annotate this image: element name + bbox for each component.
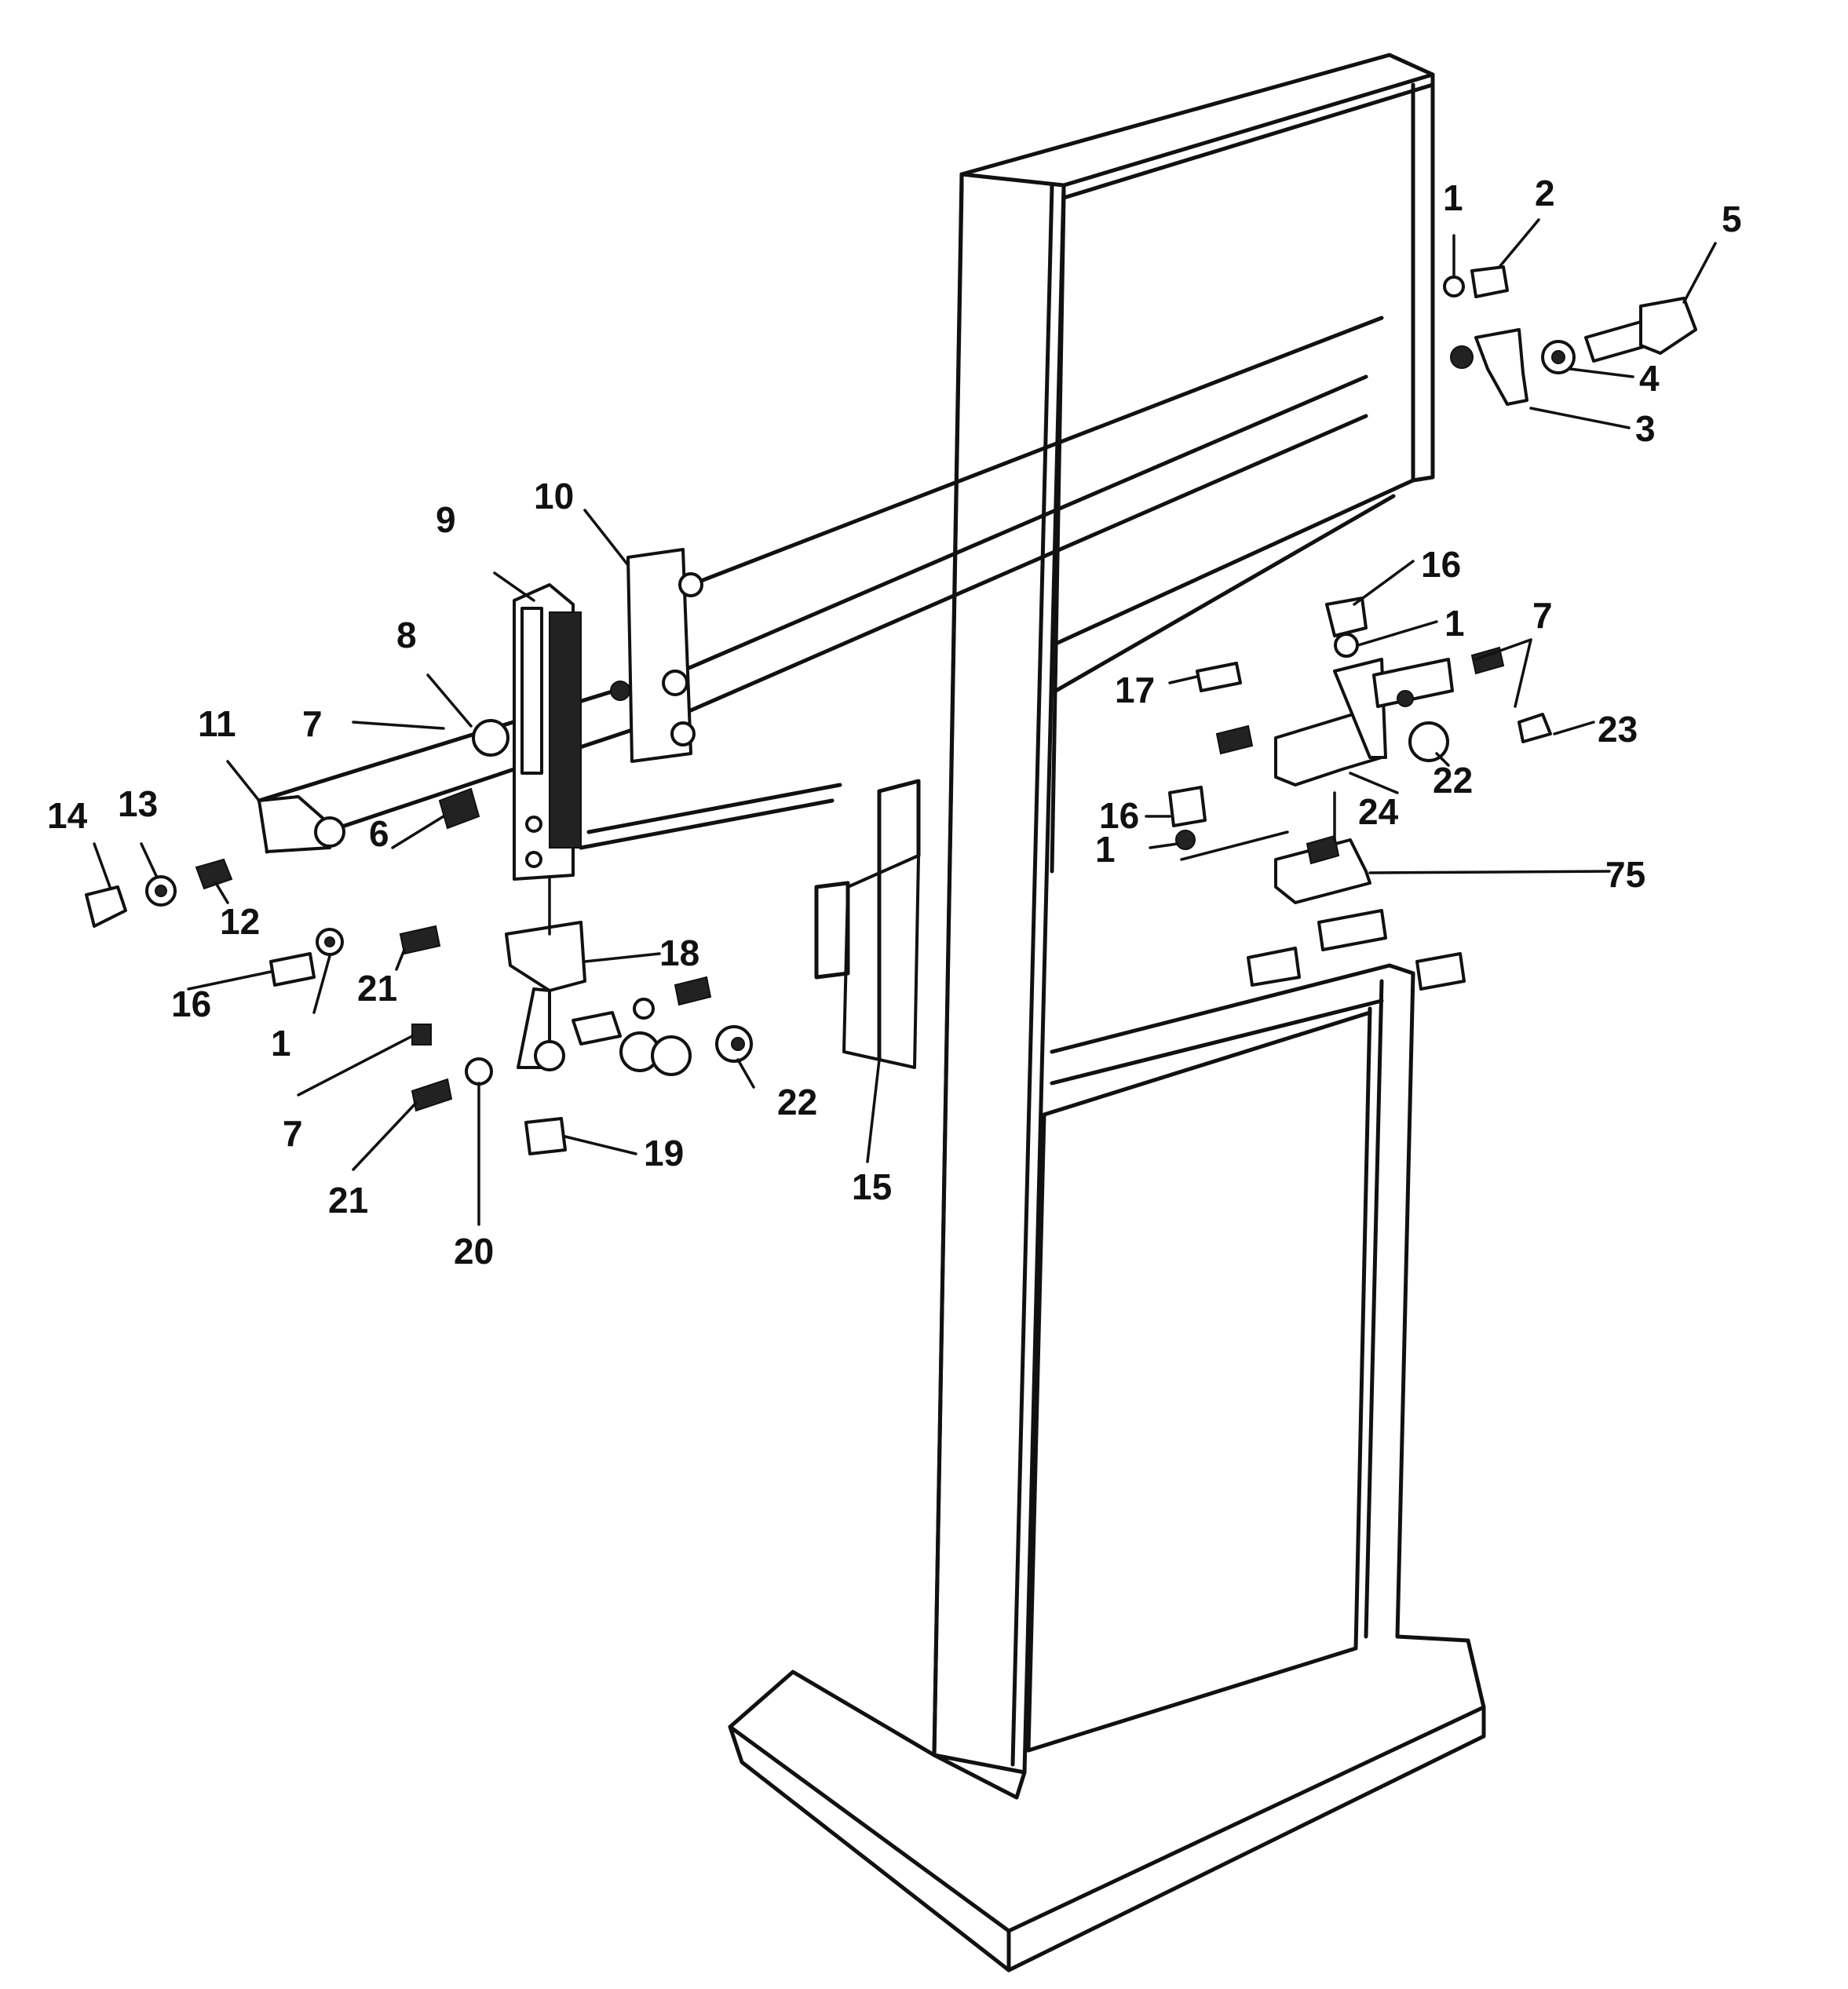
right-side-parts	[1168, 265, 1697, 991]
callout-19: 19	[644, 1133, 684, 1173]
callout-7: 7	[283, 1113, 303, 1154]
callout-2: 2	[1535, 173, 1555, 213]
callout-21: 21	[357, 968, 397, 1009]
callout-18: 18	[659, 932, 699, 973]
part-15-bracket	[814, 779, 921, 1069]
callout-20: 20	[454, 1231, 494, 1272]
callout-10: 10	[534, 476, 574, 516]
callout-21: 21	[328, 1180, 368, 1221]
callout-16: 16	[171, 984, 211, 1024]
callout-16: 16	[1099, 795, 1139, 836]
callout-13: 13	[118, 783, 158, 824]
callout-7: 7	[1532, 595, 1553, 636]
callout-16: 16	[1421, 544, 1461, 585]
callout-23: 23	[1598, 709, 1638, 750]
callout-17: 17	[1115, 670, 1155, 710]
callout-75: 75	[1605, 854, 1645, 895]
callout-labels: 1 2 5 4 3 10 9 8 7 11 14 13 12 6 16 1 7 …	[47, 173, 1742, 1272]
guide-rails	[257, 316, 1384, 854]
callout-1: 1	[1095, 829, 1116, 870]
callout-11: 11	[198, 703, 236, 744]
callout-7: 7	[302, 703, 323, 744]
part-10-carriage	[610, 548, 703, 763]
callout-3: 3	[1635, 408, 1656, 449]
callout-9: 9	[436, 499, 456, 540]
part-9-rack	[513, 583, 582, 881]
callout-1: 1	[271, 1023, 291, 1064]
callout-8: 8	[396, 615, 417, 655]
callout-15: 15	[852, 1166, 892, 1207]
callout-14: 14	[47, 795, 88, 836]
leader-lines	[93, 218, 1717, 1226]
callout-6: 6	[369, 813, 389, 854]
callout-5: 5	[1722, 199, 1742, 239]
callout-24: 24	[1358, 791, 1399, 832]
left-small-parts	[85, 719, 567, 1155]
callout-12: 12	[220, 901, 260, 942]
callout-22: 22	[777, 1082, 817, 1122]
part-18-bracket	[505, 921, 753, 1076]
callout-22: 22	[1433, 760, 1473, 801]
callout-1: 1	[1443, 177, 1463, 218]
callout-4: 4	[1639, 358, 1660, 399]
main-frame	[728, 53, 1486, 1973]
callout-1: 1	[1444, 603, 1465, 644]
